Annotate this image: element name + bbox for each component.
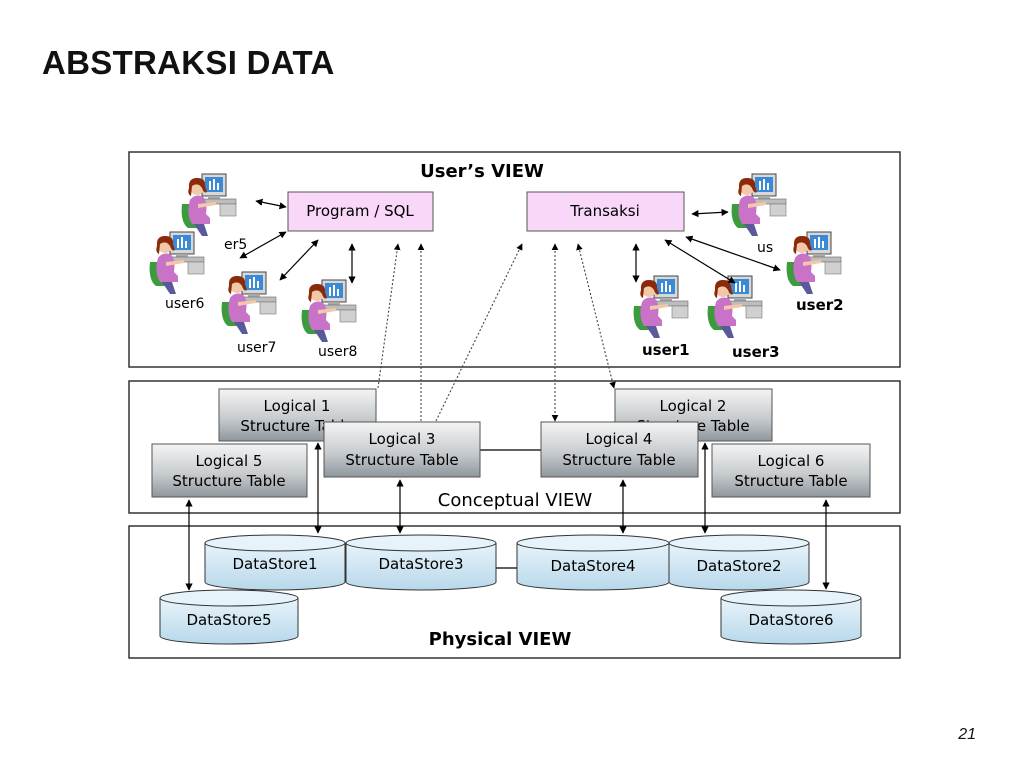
user8-label: user8	[318, 344, 357, 360]
datastore4-cylinder: DataStore4	[516, 534, 670, 591]
conceptual-view-title: Conceptual VIEW	[438, 490, 593, 511]
logical4-line1: Logical 4	[586, 430, 653, 448]
logical6-line1: Logical 6	[758, 452, 825, 470]
transaksi-box	[526, 191, 685, 232]
user1-label: user1	[642, 341, 690, 359]
logical4-box	[540, 421, 699, 478]
logical5-box	[151, 443, 308, 498]
datastore3-label: DataStore3	[378, 555, 463, 573]
logical2-line1: Logical 2	[660, 397, 727, 415]
users-view-title: User’s VIEW	[420, 161, 544, 182]
datastore1-cylinder: DataStore1	[204, 534, 346, 591]
datastore5-label: DataStore5	[186, 611, 271, 629]
user2-label: user2	[796, 296, 844, 314]
user4-label: us	[757, 240, 773, 256]
transaksi-label: Transaksi	[569, 202, 640, 220]
logical4-line2: Structure Table	[562, 451, 675, 469]
physical-view-title: Physical VIEW	[429, 629, 572, 650]
logical5-line2: Structure Table	[172, 472, 285, 490]
logical6-box	[711, 443, 871, 498]
slide-title: ABSTRAKSI DATA	[42, 44, 335, 81]
logical6-line2: Structure Table	[734, 472, 847, 490]
datastore2-cylinder: DataStore2	[668, 534, 810, 591]
datastore2-label: DataStore2	[696, 557, 781, 575]
logical3-line2: Structure Table	[345, 451, 458, 469]
users-view-panel: User’s VIEW Program / SQL Transaksi er5 …	[128, 151, 901, 368]
logical5-line1: Logical 5	[196, 452, 263, 470]
datastore3-cylinder: DataStore3	[345, 534, 497, 591]
user6-label: user6	[165, 296, 205, 312]
datastore1-label: DataStore1	[232, 555, 317, 573]
logical3-line1: Logical 3	[369, 430, 436, 448]
program-sql-box	[287, 191, 434, 232]
datastore5-cylinder: DataStore5	[159, 589, 299, 645]
user3-label: user3	[732, 343, 780, 361]
logical3-box	[323, 421, 481, 478]
conceptual-view-panel: Conceptual VIEW Logical 1 Structure Tabl…	[128, 380, 901, 514]
program-sql-label: Program / SQL	[306, 202, 414, 220]
user-connector-arrows	[239, 198, 781, 284]
logical-to-datastore-arrows	[185, 442, 830, 591]
datastore4-label: DataStore4	[550, 557, 635, 575]
datastore6-label: DataStore6	[748, 611, 833, 629]
conceptual-to-user-dotted-arrows	[377, 243, 616, 422]
user5-label: er5	[224, 237, 247, 253]
logical1-line1: Logical 1	[264, 397, 331, 415]
users-view-frame	[128, 151, 901, 368]
physical-view-panel: Physical VIEW DataStore1 DataStore3 Data…	[128, 525, 901, 659]
user7-label: user7	[237, 340, 276, 356]
page-number: 21	[958, 726, 976, 743]
datastore6-cylinder: DataStore6	[720, 589, 862, 645]
